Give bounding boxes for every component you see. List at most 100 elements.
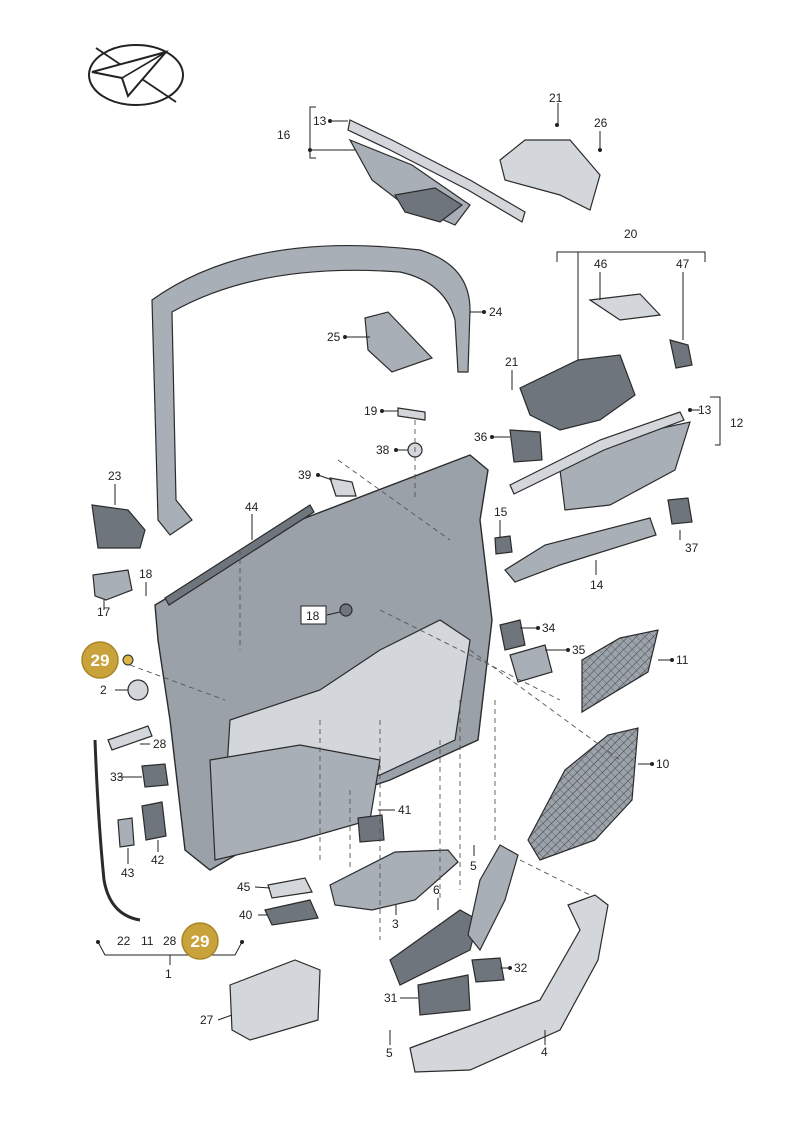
label-11-right: 11 <box>676 653 689 667</box>
label-21-mid: 21 <box>505 355 519 369</box>
label-11-bottom: 11 <box>141 934 154 948</box>
svg-text:29: 29 <box>91 651 110 670</box>
label-25: 25 <box>327 330 341 344</box>
switch-32 <box>471 957 505 983</box>
seal-strip-right <box>509 411 685 495</box>
guide-lines <box>129 420 621 940</box>
label-42: 42 <box>151 853 165 867</box>
label-27: 27 <box>200 1013 214 1027</box>
label-28-mid: 28 <box>153 737 167 751</box>
cover-43 <box>117 817 135 848</box>
pocket-tray-3 <box>329 849 459 911</box>
label-28-bottom: 28 <box>163 934 177 948</box>
mid-handle-assembly <box>519 354 636 431</box>
label-39: 39 <box>298 468 312 482</box>
switch-42 <box>141 801 167 841</box>
label-18-box <box>300 605 327 625</box>
upper-handle <box>394 187 464 223</box>
label-32: 32 <box>514 961 528 975</box>
leader-lines <box>97 103 721 1045</box>
box-27 <box>229 959 321 1041</box>
label-3: 3 <box>392 917 399 931</box>
label-21-top: 21 <box>549 91 563 105</box>
label-2: 2 <box>100 683 107 697</box>
label-46: 46 <box>594 257 608 271</box>
switch-33 <box>141 763 169 788</box>
screw-18 <box>339 603 353 617</box>
label-26: 26 <box>594 116 608 130</box>
switch-panel-6 <box>389 909 479 986</box>
seal-strip-22 <box>93 739 141 922</box>
clip-37 <box>667 497 693 525</box>
switch-block-31 <box>417 974 471 1016</box>
label-1: 1 <box>165 967 172 981</box>
label-20: 20 <box>624 227 638 241</box>
label-40: 40 <box>239 908 253 922</box>
label-13-top: 13 <box>313 114 327 128</box>
label-22: 22 <box>117 934 131 948</box>
label-12: 12 <box>730 416 744 430</box>
handle-46 <box>588 293 662 321</box>
label-18-left: 18 <box>139 567 153 581</box>
label-19: 19 <box>364 404 378 418</box>
label-34: 34 <box>542 621 556 635</box>
seal-strip-top <box>347 119 526 223</box>
label-33: 33 <box>110 770 124 784</box>
label-43: 43 <box>121 866 135 880</box>
label-45: 45 <box>237 880 251 894</box>
label-13-right: 13 <box>698 403 712 417</box>
label-18-panel: 18 <box>306 609 320 623</box>
label-44: 44 <box>245 500 259 514</box>
bulb-2 <box>127 679 149 701</box>
bracket-23 <box>91 504 146 549</box>
window-frame-trim <box>151 244 471 536</box>
label-15: 15 <box>494 505 508 519</box>
label-5-mid: 5 <box>470 859 477 873</box>
clip-41 <box>357 814 385 843</box>
switch-34 <box>499 619 526 651</box>
label-47: 47 <box>676 257 690 271</box>
label-16: 16 <box>277 128 291 142</box>
clip-29 <box>122 654 134 666</box>
label-36: 36 <box>474 430 488 444</box>
switch-35 <box>509 644 553 683</box>
clip-39 <box>329 477 357 497</box>
label-24: 24 <box>489 305 503 319</box>
label-14: 14 <box>590 578 604 592</box>
label-38: 38 <box>376 443 390 457</box>
label-6: 6 <box>433 883 440 897</box>
speaker-grille-10 <box>527 727 639 861</box>
rail-44 <box>164 504 315 606</box>
svg-text:29: 29 <box>191 932 210 951</box>
corner-bracket <box>364 311 434 373</box>
door-pocket <box>209 744 381 861</box>
part-labels: 16 13 21 26 20 46 47 24 25 21 13 12 19 3… <box>97 91 744 1060</box>
trim-piece <box>467 844 519 952</box>
armrest-4 <box>409 894 609 1073</box>
lens-45 <box>267 877 313 899</box>
armrest-strip <box>504 517 657 583</box>
badge-29-bottom: 29 <box>181 922 219 960</box>
badge-29-top: 29 <box>81 641 119 679</box>
label-4: 4 <box>541 1045 548 1059</box>
lamp-28 <box>107 725 153 751</box>
upper-bracket <box>499 139 601 211</box>
speaker-grille-11 <box>581 629 659 714</box>
switch-36 <box>509 429 543 463</box>
label-31: 31 <box>384 991 398 1005</box>
label-37: 37 <box>685 541 699 555</box>
leader-dots <box>96 119 692 970</box>
label-17: 17 <box>97 605 111 619</box>
push-pin-19 <box>397 407 426 421</box>
clip-15 <box>494 535 513 555</box>
bracket-17 <box>92 569 133 601</box>
clip-47 <box>669 339 693 369</box>
label-41: 41 <box>398 803 412 817</box>
logo-icon <box>88 44 184 106</box>
label-10: 10 <box>656 757 670 771</box>
label-23: 23 <box>108 469 122 483</box>
lamp-40 <box>264 899 319 926</box>
label-5-bottom: 5 <box>386 1046 393 1060</box>
label-35: 35 <box>572 643 586 657</box>
